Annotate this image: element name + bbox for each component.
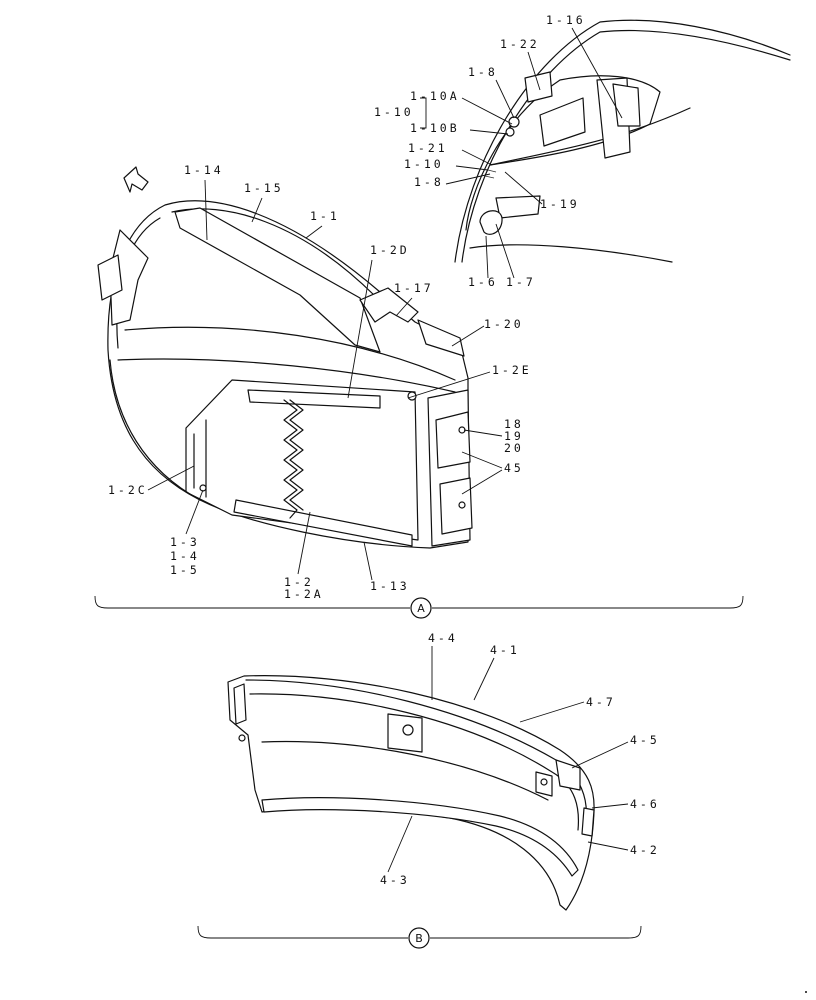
label-1-15: 1-15	[244, 181, 284, 195]
label-1-13: 1-13	[370, 579, 410, 593]
label-1-2: 1-2	[284, 575, 314, 589]
label-20: 20	[504, 441, 524, 455]
label-4-6: 4-6	[630, 797, 660, 811]
label-1-5: 1-5	[170, 563, 200, 577]
group-a-marker	[410, 597, 432, 619]
label-1-8-lower: 1-8	[414, 175, 444, 189]
label-1-2c: 1-2C	[108, 483, 148, 497]
rear-fender-assembly	[227, 675, 595, 911]
label-1-6: 1-6	[468, 275, 498, 289]
group-a-marker-label: A	[417, 602, 425, 615]
label-1-19: 1-19	[540, 197, 580, 211]
label-1-10: 1-10	[374, 105, 414, 119]
label-1-2a: 1-2A	[284, 587, 324, 601]
label-1-10b: 1-10B	[410, 121, 460, 135]
label-4-5: 4-5	[630, 733, 660, 747]
label-1-20: 1-20	[484, 317, 524, 331]
label-4-1: 4-1	[490, 643, 520, 657]
label-1-2e: 1-2E	[492, 363, 532, 377]
label-4-4: 4-4	[428, 631, 458, 645]
label-4-3: 4-3	[380, 873, 410, 887]
group-b-labels: 4-4 4-1 4-7 4-5 4-6 4-2 4-3 B	[197, 631, 660, 949]
label-45: 45	[504, 461, 524, 475]
label-4-2: 4-2	[630, 843, 660, 857]
label-1-14: 1-14	[184, 163, 224, 177]
label-1-21: 1-21	[408, 141, 448, 155]
label-1-22: 1-22	[500, 37, 540, 51]
label-1-1: 1-1	[310, 209, 340, 223]
arrow-up-left-icon	[123, 166, 149, 193]
label-1-7: 1-7	[506, 275, 536, 289]
label-4-7: 4-7	[586, 695, 616, 709]
label-1-10a: 1-10A	[410, 89, 460, 103]
label-1-17: 1-17	[394, 281, 434, 295]
label-1-8-top: 1-8	[468, 65, 498, 79]
fender-detail-view	[454, 19, 791, 263]
group-b-marker-label: B	[415, 932, 423, 945]
label-18: 18	[504, 417, 524, 431]
group-a-labels: 1-16 1-22 1-8 1-10A 1-10 1-10B 1-21 1-10…	[94, 13, 744, 619]
label-1-4: 1-4	[170, 549, 200, 563]
group-b-marker	[408, 927, 430, 949]
label-19: 19	[504, 429, 524, 443]
label-1-16: 1-16	[546, 13, 586, 27]
label-1-2d: 1-2D	[370, 243, 410, 257]
label-1-3: 1-3	[170, 535, 200, 549]
label-1-10-lower: 1-10	[404, 157, 444, 171]
main-fender-assembly	[97, 200, 473, 549]
